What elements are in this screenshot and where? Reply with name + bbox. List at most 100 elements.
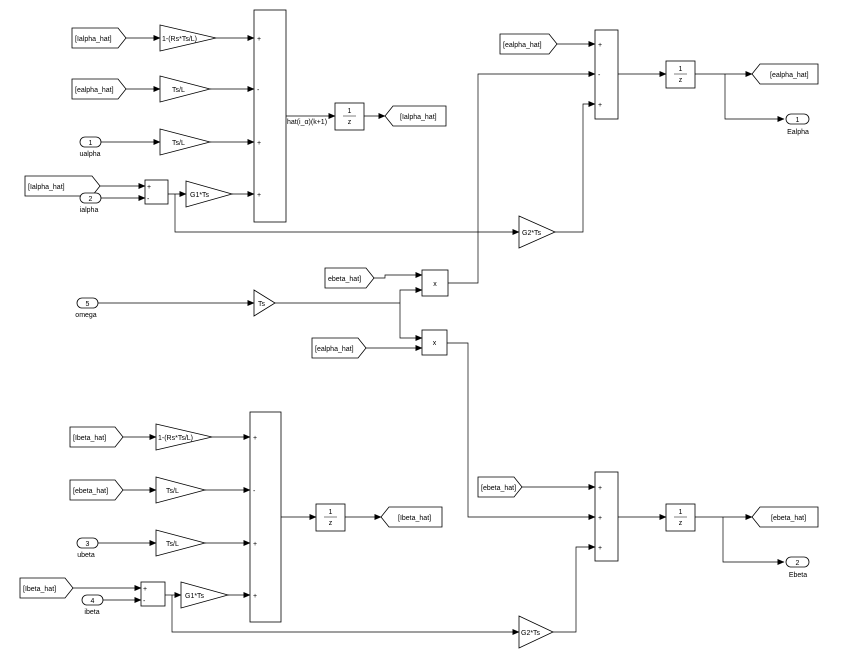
delay-ialpha[interactable]: 1 z [334,102,365,131]
from-ialpha-hat-left[interactable]: [Ialpha_hat] [24,175,101,197]
gain-ts[interactable]: Ts [253,289,276,317]
inport-ialpha[interactable]: 2 ialpha [79,192,102,214]
svg-text:-: - [143,598,146,605]
product-ebeta-omega[interactable]: x [421,269,449,297]
gain-tsl-alpha-1[interactable]: Ts/L [159,75,212,103]
svg-text:G1*Ts: G1*Ts [190,192,210,199]
delay-ibeta[interactable]: 1 z [315,503,346,532]
goto-ialpha-hat[interactable]: [Ialpha_hat] [384,105,447,127]
gain-rs-alpha[interactable]: 1-(Rs*Ts/L) [159,24,217,52]
from-ialpha-hat-top[interactable]: [Ialpha_hat] [71,27,127,49]
svg-text:2: 2 [89,196,93,203]
svg-text:3: 3 [86,541,90,548]
svg-text:+: + [253,435,257,442]
svg-text:+: + [598,485,602,492]
svg-text:[Ialpha_hat]: [Ialpha_hat] [75,36,112,43]
inport-ibeta[interactable]: 4 ibeta [81,594,104,616]
svg-text:x: x [433,340,437,347]
from-ibeta-hat-top[interactable]: [Ibeta_hat] [69,426,124,448]
sum-beta-main[interactable]: + - + + [249,411,282,623]
svg-text:x: x [433,281,437,288]
signal-label-ialpha-next: hat(i_α)(k+1) [287,119,327,126]
svg-text:+: + [253,593,257,600]
svg-text:1: 1 [329,509,333,516]
sum-alpha-error[interactable]: + - [144,179,169,205]
sum-ebeta[interactable]: + + + [594,471,619,562]
svg-text:[Ibeta_hat]: [Ibeta_hat] [23,586,56,593]
from-ealpha-hat-upper[interactable]: [ealpha_hat] [71,78,127,100]
svg-text:[ealpha_hat]: [ealpha_hat] [75,87,114,94]
svg-text:1-(Rs*Ts/L): 1-(Rs*Ts/L) [158,435,193,442]
gain-tsl-alpha-2[interactable]: Ts/L [159,128,212,156]
svg-text:G2*Ts: G2*Ts [521,630,541,637]
svg-text:+: + [253,541,257,548]
svg-text:5: 5 [86,301,90,308]
svg-text:[Ibeta_hat]: [Ibeta_hat] [398,515,431,522]
svg-text:2: 2 [796,560,800,567]
inport-omega[interactable]: 5 omega [75,297,99,319]
from-ebeta-hat-right[interactable]: [ebeta_hat] [477,476,523,498]
delay-ealpha[interactable]: 1 z [665,60,696,89]
goto-ebeta-hat[interactable]: [ebeta_hat] [751,506,819,528]
svg-text:+: + [257,36,261,43]
svg-text:z: z [679,77,683,84]
svg-text:[Ibeta_hat]: [Ibeta_hat] [73,435,106,442]
sum-beta-error[interactable]: + - [140,581,166,607]
product-ealpha-omega[interactable]: x [421,329,448,356]
svg-text:ibeta: ibeta [84,609,99,616]
svg-text:[ebeta_hat]: [ebeta_hat] [771,515,806,522]
from-ealpha-hat-right[interactable]: [ealpha_hat] [499,33,558,55]
svg-text:-: - [257,87,260,94]
svg-text:+: + [257,140,261,147]
svg-text:1: 1 [679,66,683,73]
outport-ealpha[interactable]: 1 Ealpha [785,113,810,136]
delay-ebeta[interactable]: 1 z [665,503,696,532]
svg-text:Ts/L: Ts/L [172,140,185,147]
svg-text:G2*Ts: G2*Ts [522,230,542,237]
from-ealpha-hat-mid[interactable]: [ealpha_hat] [311,337,367,359]
svg-text:z: z [329,520,333,527]
from-ebeta-hat-lower[interactable]: [ebeta_hat] [69,479,124,501]
from-ibeta-hat-left[interactable]: [Ibeta_hat] [19,577,74,599]
gain-tsl-beta-1[interactable]: Ts/L [155,476,207,504]
sum-ealpha[interactable]: + - + [594,29,619,120]
gain-g1-beta[interactable]: G1*Ts [180,581,230,609]
inport-ualpha[interactable]: 1 ualpha [79,136,102,158]
goto-ibeta-hat[interactable]: [Ibeta_hat] [380,506,443,528]
svg-text:[ealpha_hat]: [ealpha_hat] [770,72,809,79]
svg-text:ebeta_hat]: ebeta_hat] [328,276,361,283]
svg-text:1: 1 [796,117,800,124]
svg-text:[ebeta_hat]: [ebeta_hat] [73,488,108,495]
gain-g1-alpha[interactable]: G1*Ts [185,180,234,208]
sum-alpha-main[interactable]: + - + + [253,9,287,223]
signal-lines [73,35,785,635]
svg-text:Ts/L: Ts/L [166,541,179,548]
svg-text:Ealpha: Ealpha [787,129,809,136]
svg-text:G1*Ts: G1*Ts [185,593,205,600]
gain-g2-beta[interactable]: G2*Ts [518,615,554,649]
inport-ubeta[interactable]: 3 ubeta [76,537,99,559]
from-ebeta-hat-mid[interactable]: ebeta_hat] [324,267,375,289]
svg-text:1-(Rs*Ts/L): 1-(Rs*Ts/L) [162,36,197,43]
svg-text:1: 1 [679,509,683,516]
svg-text:[Ialpha_hat]: [Ialpha_hat] [400,114,437,121]
svg-text:+: + [598,102,602,109]
gain-rs-beta[interactable]: 1-(Rs*Ts/L) [155,423,213,451]
svg-text:1: 1 [89,140,93,147]
gain-g2-alpha[interactable]: G2*Ts [518,215,556,249]
svg-text:+: + [147,184,151,191]
svg-text:-: - [598,72,601,79]
svg-text:[ealpha_hat]: [ealpha_hat] [315,346,354,353]
goto-ealpha-hat[interactable]: [ealpha_hat] [751,63,819,85]
svg-text:[ebeta_hat]: [ebeta_hat] [481,485,516,492]
gain-tsl-beta-2[interactable]: Ts/L [155,529,207,557]
svg-text:ualpha: ualpha [79,151,100,158]
svg-text:[ealpha_hat]: [ealpha_hat] [503,42,542,49]
svg-text:Ebeta: Ebeta [789,572,807,579]
svg-text:+: + [143,586,147,593]
outport-ebeta[interactable]: 2 Ebeta [785,556,810,579]
svg-text:[Ialpha_hat]: [Ialpha_hat] [28,184,65,191]
svg-text:1: 1 [348,108,352,115]
svg-text:+: + [598,42,602,49]
